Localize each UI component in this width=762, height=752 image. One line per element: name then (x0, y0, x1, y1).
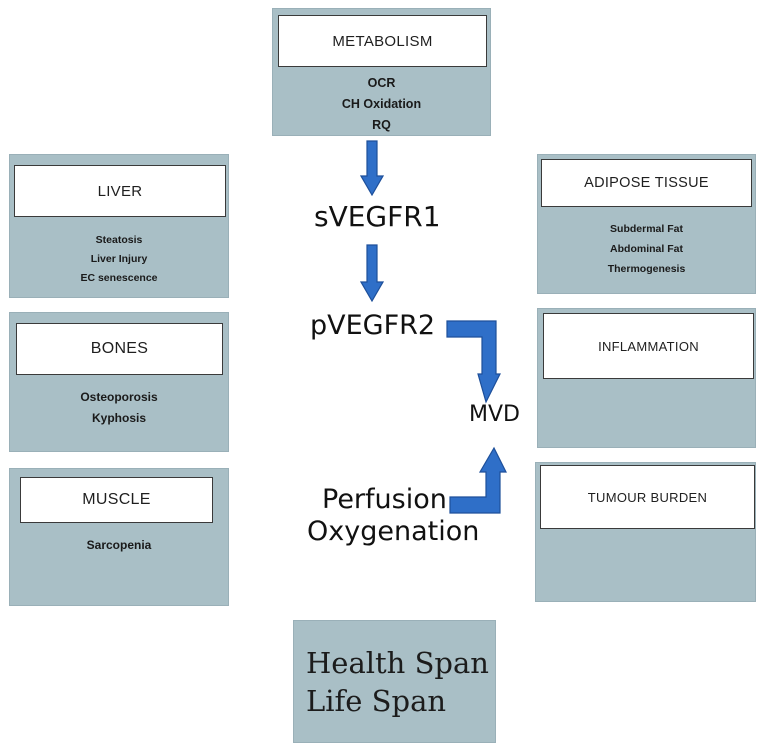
bones-item: Osteoporosis (80, 390, 158, 404)
liver-items: Steatosis Liver Injury EC senescence (10, 231, 228, 288)
muscle-item: Sarcopenia (86, 538, 152, 552)
muscle-items: Sarcopenia (10, 535, 228, 556)
bones-item: Kyphosis (91, 411, 146, 425)
metabolism-panel: METABOLISM OCR CH Oxidation RQ (272, 8, 491, 136)
adipose-item: Subdermal Fat (610, 223, 683, 235)
liver-item: EC senescence (80, 272, 158, 284)
svegfr1-label: sVEGFR1 (314, 200, 441, 233)
oxygenation-label: Oxygenation (307, 516, 480, 547)
metabolism-item: RQ (372, 118, 391, 132)
metabolism-title: METABOLISM (278, 15, 487, 67)
down-arrow-icon (360, 140, 384, 196)
adipose-panel: ADIPOSE TISSUE Subdermal Fat Abdominal F… (537, 154, 756, 294)
inflammation-panel: INFLAMMATION (537, 308, 756, 448)
life-span-label: Life Span (306, 683, 447, 718)
metabolism-items: OCR CH Oxidation RQ (273, 73, 490, 136)
muscle-title: MUSCLE (20, 477, 213, 523)
bones-items: Osteoporosis Kyphosis (10, 387, 228, 429)
bones-title: BONES (16, 323, 223, 375)
down-arrow-icon (360, 244, 384, 302)
health-span-label: Health Span (306, 645, 489, 680)
adipose-item: Abdominal Fat (610, 243, 683, 255)
elbow-down-arrow-icon (446, 320, 501, 404)
metabolism-item: OCR (367, 76, 396, 90)
adipose-items: Subdermal Fat Abdominal Fat Thermogenesi… (538, 219, 755, 279)
adipose-item: Thermogenesis (607, 263, 686, 275)
muscle-panel: MUSCLE Sarcopenia (9, 468, 229, 606)
metabolism-item: CH Oxidation (341, 97, 422, 111)
tumour-burden-panel: TUMOUR BURDEN (535, 462, 756, 602)
bones-panel: BONES Osteoporosis Kyphosis (9, 312, 229, 452)
pvegfr2-label: pVEGFR2 (310, 310, 436, 341)
liver-item: Liver Injury (90, 253, 148, 265)
perfusion-label: Perfusion (322, 484, 447, 515)
liver-item: Steatosis (95, 234, 143, 246)
health-life-span-box: Health Span Life Span (293, 620, 496, 743)
liver-panel: LIVER Steatosis Liver Injury EC senescen… (9, 154, 229, 298)
adipose-title: ADIPOSE TISSUE (541, 159, 752, 207)
elbow-up-arrow-icon (449, 446, 507, 514)
liver-title: LIVER (14, 165, 226, 217)
inflammation-title: INFLAMMATION (543, 313, 754, 379)
tumour-burden-title: TUMOUR BURDEN (540, 465, 755, 529)
mvd-label: MVD (469, 402, 520, 427)
